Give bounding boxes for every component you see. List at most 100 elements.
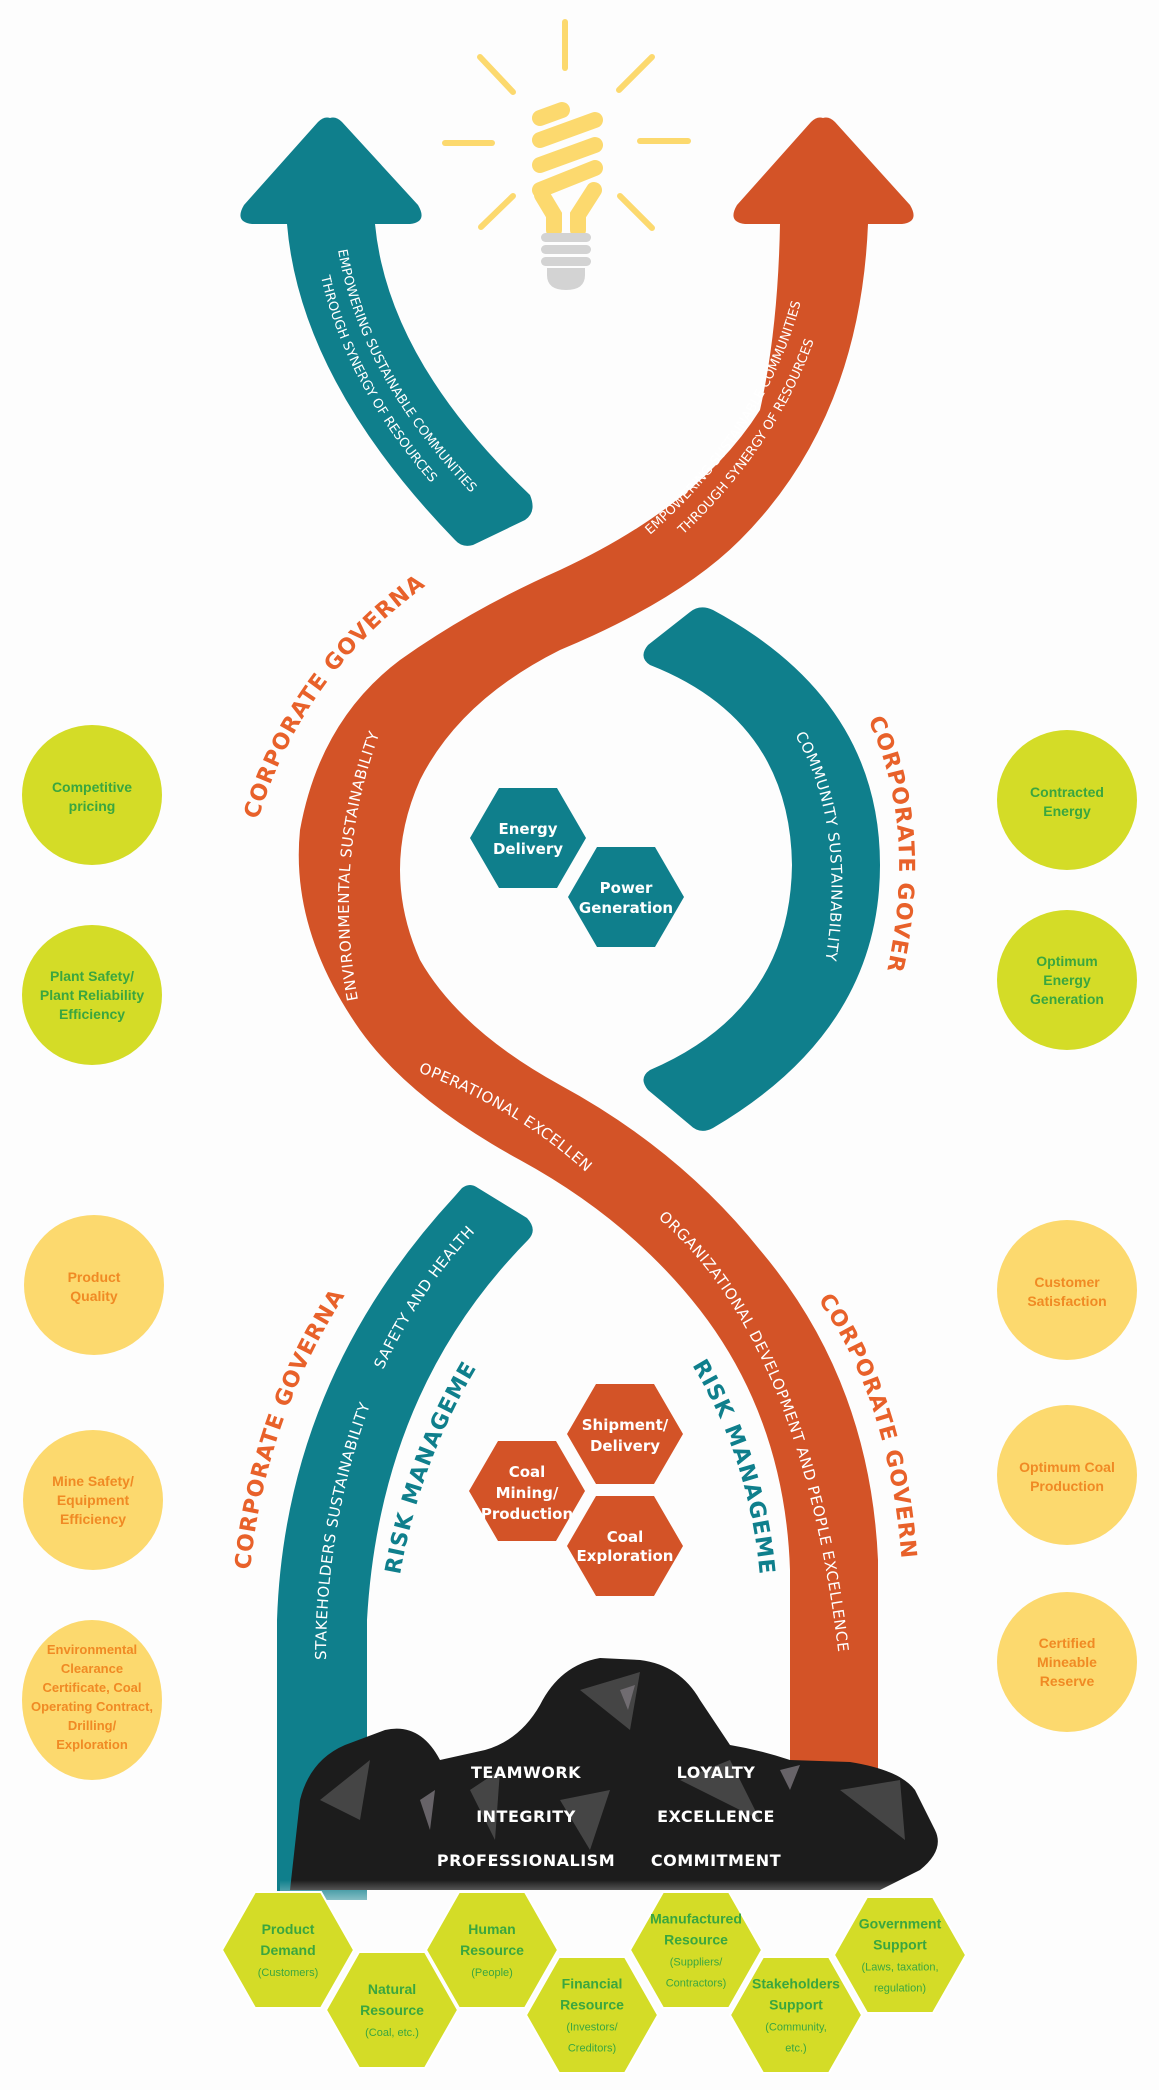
resource-title: Resource (360, 2002, 424, 2018)
hex-label-line: Generation (579, 899, 673, 917)
resource-title: Natural (368, 1981, 416, 1997)
circle-label-line: Product (68, 1269, 121, 1285)
hex-label-line: Power (600, 879, 653, 897)
circle-label-line: Plant Reliability (40, 987, 144, 1003)
resource-title: Resource (560, 1997, 624, 2013)
right-growth-arrow-and-main-band: EMPOWERING SUSTAINABLE COMMUNITIES THROU… (298, 117, 914, 1880)
resource-subtitle: (Investors/ (566, 2022, 618, 2034)
resource-title: Stakeholders (752, 1976, 840, 1992)
coal-hex-group: Shipment/ Delivery Coal Mining/ Producti… (469, 1384, 683, 1596)
resource-subtitle: Contractors) (666, 1978, 727, 1990)
left-outcome-circles: Competitive pricing Plant Safety/ Plant … (22, 725, 164, 1780)
circle-label-line: Production (1030, 1478, 1104, 1494)
hex-label-line: Coal (607, 1528, 644, 1546)
values-left: TEAMWORK INTEGRITY PROFESSIONALISM (437, 1763, 615, 1870)
light-rays (442, 19, 691, 231)
circle-label-line: Quality (70, 1288, 118, 1304)
circle-label-line: Efficiency (60, 1511, 126, 1527)
coal-glints (420, 1685, 800, 1830)
circle-label-line: Reserve (1040, 1673, 1095, 1689)
circle-label-line: Satisfaction (1027, 1293, 1106, 1309)
circle-label-line: pricing (69, 798, 116, 814)
value-loyalty: LOYALTY (677, 1763, 756, 1782)
hex-power-generation: Power Generation (568, 847, 684, 947)
bulb-base (541, 233, 591, 290)
circle-label-line: Generation (1030, 991, 1104, 1007)
resource-subtitle: (Suppliers/ (670, 1957, 724, 1969)
circle-label-line: Environmental (47, 1642, 137, 1657)
hex-energy-delivery: Energy Delivery (470, 788, 586, 888)
resource-hex-shape (832, 1896, 968, 2014)
hex-label-line: Energy (498, 820, 557, 838)
resource-subtitle: (People) (471, 1967, 513, 1979)
lightbulb-icon (442, 19, 691, 290)
circle-label-line: Plant Safety/ (50, 968, 134, 984)
resource-subtitle: (Laws, taxation, (861, 1962, 938, 1974)
circle-contracted-energy: Contracted Energy (997, 730, 1137, 870)
circle-optimum-coal-production: Optimum Coal Production (997, 1405, 1137, 1545)
resource-subtitle: (Customers) (258, 1967, 319, 1979)
resource-title: Manufactured (650, 1911, 742, 1927)
circle-label-line: Contracted (1030, 784, 1104, 800)
resource-subtitle: (Community, (765, 2022, 827, 2034)
value-excellence: EXCELLENCE (657, 1807, 775, 1826)
circle-label-line: Exploration (56, 1737, 128, 1752)
hex-label-line: Delivery (590, 1437, 660, 1455)
resource-title: Financial (562, 1976, 623, 1992)
circle-label-line: Mine Safety/ (52, 1473, 134, 1489)
circle-label-line: Drilling/ (68, 1718, 117, 1733)
resource-hex-shape (728, 1956, 864, 2074)
circle-label-line: Clearance (61, 1661, 123, 1676)
circle-label-line: Optimum (1036, 953, 1097, 969)
resource-hex-shape (524, 1956, 660, 2074)
circle-optimum-energy-generation: Optimum Energy Generation (997, 910, 1137, 1050)
circle-plant-safety: Plant Safety/ Plant Reliability Efficien… (22, 925, 162, 1065)
hex-coal-exploration: Coal Exploration (567, 1496, 683, 1596)
right-outcome-circles: Contracted Energy Optimum Energy Generat… (997, 730, 1137, 1732)
resource-title: Government (859, 1916, 942, 1932)
circle-label-line: Certificate, Coal (43, 1680, 142, 1695)
circle-competitive-pricing: Competitive pricing (22, 725, 162, 865)
resource-title: Demand (260, 1942, 315, 1958)
hex-label-line: Exploration (577, 1547, 674, 1565)
hex-shipment-delivery: Shipment/ Delivery (567, 1384, 683, 1484)
resource-subtitle: etc.) (785, 2043, 806, 2055)
resource-title: Resource (664, 1932, 728, 1948)
value-teamwork: TEAMWORK (471, 1763, 581, 1782)
community-sustainability-band: COMMUNITY SUSTAINABILITY (643, 607, 880, 1131)
circle-label-line: Efficiency (59, 1006, 125, 1022)
circle-label-line: Optimum Coal (1019, 1459, 1115, 1475)
resource-title: Resource (460, 1942, 524, 1958)
circle-environmental-clearance: Environmental Clearance Certificate, Coa… (22, 1620, 162, 1780)
coal-rock-icon: TEAMWORK INTEGRITY PROFESSIONALISM LOYAL… (280, 1658, 938, 1920)
resource-title: Support (769, 1997, 823, 2013)
left-growth-arrow: EMPOWERING SUSTAINABLE COMMUNITIES THROU… (240, 117, 533, 546)
hex-label-line: Shipment/ (582, 1416, 669, 1434)
hex-label-line: Production (481, 1505, 573, 1523)
circle-label-line: Equipment (57, 1492, 130, 1508)
hex-label-line: Mining/ (496, 1484, 559, 1502)
hex-label-line: Coal (509, 1463, 546, 1481)
circle-label-line: Competitive (52, 779, 132, 795)
resource-hex-shape (324, 1951, 460, 2069)
circle-label-line: Mineable (1037, 1654, 1097, 1670)
value-professionalism: PROFESSIONALISM (437, 1851, 615, 1870)
resource-subtitle: Creditors) (568, 2043, 616, 2055)
circle-label-line: Certified (1039, 1635, 1096, 1651)
circle-label-line: Customer (1034, 1274, 1100, 1290)
resource-hex-shape (424, 1891, 560, 2009)
resource-title: Human (468, 1921, 515, 1937)
hex-label-line: Delivery (493, 840, 563, 858)
values-right: LOYALTY EXCELLENCE COMMITMENT (651, 1763, 781, 1870)
circle-customer-satisfaction: Customer Satisfaction (997, 1220, 1137, 1360)
resource-hex-shape (220, 1891, 356, 2009)
resource-hex-shape (628, 1891, 764, 2009)
resource-hex-row: ProductDemand(Customers)NaturalResource(… (220, 1891, 968, 2074)
circle-certified-mineable-reserve: Certified Mineable Reserve (997, 1592, 1137, 1732)
